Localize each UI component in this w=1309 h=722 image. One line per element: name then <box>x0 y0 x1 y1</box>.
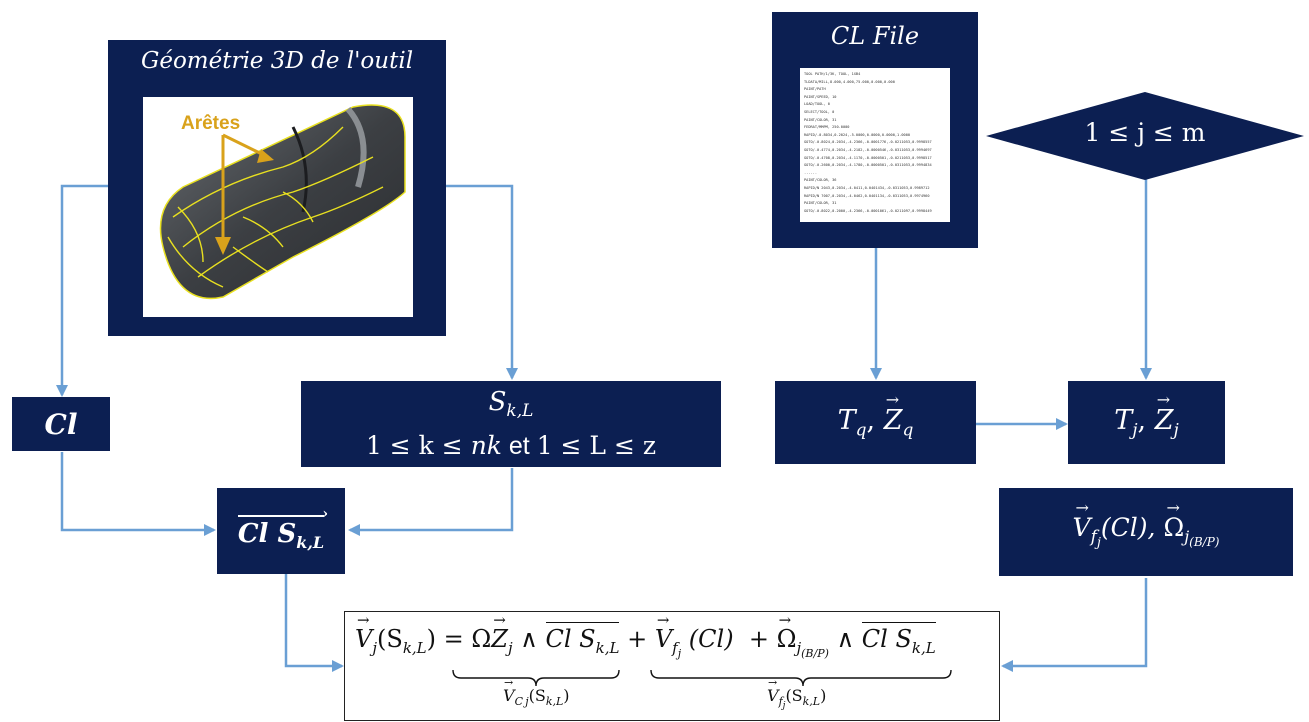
cl-file-line: RAPID/-0.8034,0.2024,-5.0000,0.0000,0.00… <box>804 132 911 137</box>
arrow-geometry-to-cl <box>56 184 108 397</box>
tool-geometry-title: Géométrie 3D de l'outil <box>140 48 414 74</box>
cl-file-line: TOOL PATH/1/3K, TOOL, 1XB4 <box>804 72 861 76</box>
cl-file-title: CL File <box>830 22 920 50</box>
underbraces <box>452 669 952 687</box>
arrow-cl-to-vector <box>60 452 216 536</box>
cl-file-line: PAINT/COLOR, 31 <box>804 201 837 206</box>
cl-file-line: SELECT/TOOL, 0 <box>804 109 835 114</box>
cl-file-line: PAINT/PATH <box>804 87 826 92</box>
cl-point-box: Cl <box>12 397 110 451</box>
vf-label: →Vfj(Sk,L) <box>767 676 827 712</box>
skl-symbol: Sk,L <box>488 387 534 422</box>
arrow-vector-to-equation <box>284 574 344 672</box>
cl-file-line: PAINT/COLOR, 31 <box>804 117 837 122</box>
tool-image-panel: Arêtes <box>143 97 413 317</box>
vector-cl-skl-box: › Cl Sk,L <box>217 488 345 574</box>
cl-file-line: GOTO/-0.8024,0.2034,-4.2366,-0.0001776,-… <box>804 140 932 145</box>
cl-file-line: GOTO/-0.4708,0.2034,-4.1170,-0.0000501,-… <box>804 155 932 160</box>
cl-file-line: RAPID/N 7007,0.2034,-4.0462,0.0401134,-0… <box>804 193 930 198</box>
edges-label: Arêtes <box>181 113 240 134</box>
cl-file-line: GOTO/-0.8022,0.2000,-4.2366,-0.0001061,-… <box>804 208 932 213</box>
skl-range: 1 ≤ k ≤ nk et 1 ≤ L ≤ z <box>365 430 657 460</box>
cl-file-line: ...... <box>804 170 817 175</box>
cutting-edges <box>167 126 384 288</box>
cl-file-line: PAINT/COLOR, 36 <box>804 178 837 183</box>
skl-box: Sk,L 1 ≤ k ≤ nk et 1 ≤ L ≤ z <box>301 381 721 467</box>
velocity-equation: →Vj(Sk,L) = Ω→Zj ∧ Cl Sk,L + →Vfj (Cl) +… <box>355 611 936 660</box>
tq-zq-box: Tq, →Zq <box>775 381 976 464</box>
cl-file-line: LOAD/TOOL, 0 <box>804 102 830 107</box>
end-mill-illustration: Arêtes <box>159 104 406 300</box>
vc-label: →VC j(Sk,L) <box>503 676 570 709</box>
condition-j-text: 1 ≤ j ≤ m <box>1084 118 1206 147</box>
cl-file-line: GOTO/-0.4774,0.2034,-4.2182,-0.0000546,-… <box>804 147 932 152</box>
tj-zj-box: Tj, →Zj <box>1068 381 1225 464</box>
cl-file-line: FEDRAT/MMPM, 250.0000 <box>804 125 850 130</box>
cl-point-label: Cl <box>44 407 78 441</box>
cl-file-line: TLDATA/MILL,8.000,4.000,75.000,0.000,0.0… <box>804 79 895 84</box>
cl-file-line: RAPID/N 2043,0.2034,-4.0411,0.0401434,-0… <box>804 185 930 190</box>
velocity-equation-box: →Vj(Sk,L) = Ω→Zj ∧ Cl Sk,L + →Vfj (Cl) +… <box>344 611 1000 721</box>
cl-file-line: PAINT/SPEED, 10 <box>804 94 837 99</box>
arrow-skl-to-vector <box>348 468 514 536</box>
arrow-vf-to-equation <box>1001 578 1148 672</box>
arrow-geometry-to-skl <box>446 184 518 380</box>
vf-omega-box: →Vfj(Cl), →Ωfj(B/P) <box>999 488 1293 576</box>
cl-file-line: GOTO/-0.2600,0.2034,-4.1780,-0.0000501,-… <box>804 163 932 168</box>
tool-geometry-box: Géométrie 3D de l'outil <box>108 40 446 336</box>
condition-j-diamond: 1 ≤ j ≤ m <box>986 92 1304 180</box>
